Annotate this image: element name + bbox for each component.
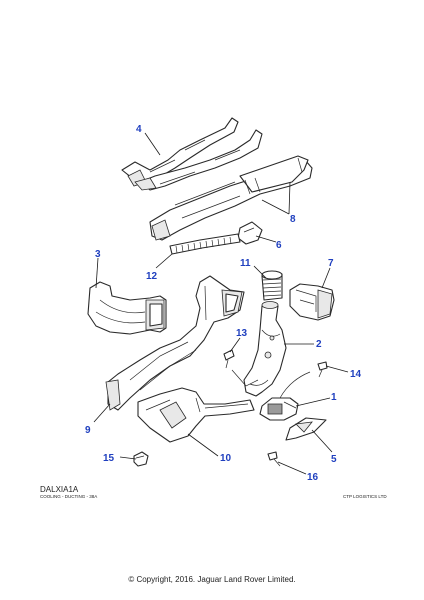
part-12-corrugated-hose bbox=[169, 233, 241, 255]
leader-14 bbox=[325, 365, 349, 373]
part-9-long-duct bbox=[105, 275, 245, 411]
part-11-bellows bbox=[261, 270, 283, 301]
callout-11: 11 bbox=[240, 258, 251, 269]
leader-1 bbox=[295, 397, 331, 407]
leader-8a bbox=[261, 199, 290, 215]
leader-7 bbox=[321, 267, 331, 289]
callout-15: 15 bbox=[103, 453, 115, 464]
leader-15 bbox=[119, 456, 137, 460]
part-16-screw bbox=[267, 451, 281, 467]
part-3-floor-duct bbox=[87, 281, 167, 335]
callout-10: 10 bbox=[220, 453, 232, 464]
callout-8: 8 bbox=[290, 214, 296, 225]
vendor-credit: CTP LOGISTICS LTD bbox=[343, 494, 387, 499]
part-4-upper-duct bbox=[121, 117, 263, 191]
leader-6 bbox=[255, 235, 277, 243]
leader-13 bbox=[229, 337, 241, 353]
leader-lines bbox=[93, 132, 349, 475]
leader-16 bbox=[277, 461, 307, 475]
part-2-riser-duct bbox=[231, 301, 287, 397]
leader-11 bbox=[253, 265, 267, 279]
part-6-hose-connector bbox=[237, 221, 263, 245]
part-10-lower-duct bbox=[137, 387, 255, 443]
callout-4: 4 bbox=[136, 124, 142, 135]
callout-7: 7 bbox=[328, 258, 334, 269]
callout-9: 9 bbox=[85, 425, 91, 436]
callout-2: 2 bbox=[316, 339, 322, 350]
callout-5: 5 bbox=[331, 454, 337, 465]
part-5-bracket bbox=[285, 417, 327, 441]
leader-10 bbox=[187, 433, 219, 457]
diagram-code: DALXIA1A bbox=[40, 485, 79, 494]
leader-9 bbox=[93, 403, 111, 423]
leader-8b bbox=[288, 181, 291, 215]
leader-5 bbox=[311, 429, 333, 453]
callout-14: 14 bbox=[350, 369, 362, 380]
part-15-clip bbox=[133, 451, 149, 467]
callout-3: 3 bbox=[95, 249, 101, 260]
callout-12: 12 bbox=[146, 271, 158, 282]
part-8-central-duct bbox=[149, 155, 313, 241]
part-13-screw bbox=[223, 349, 235, 369]
leader-3 bbox=[95, 257, 99, 289]
leader-4 bbox=[144, 132, 161, 156]
diagram-subtitle: COOLING - DUCTING - 38A bbox=[40, 494, 98, 499]
callout-6: 6 bbox=[276, 240, 282, 251]
callout-1: 1 bbox=[331, 392, 337, 403]
part-7-vent-outlet bbox=[289, 283, 335, 321]
copyright-notice: © Copyright, 2016. Jaguar Land Rover Lim… bbox=[128, 575, 296, 584]
leader-12 bbox=[155, 253, 173, 269]
part-1-housing bbox=[259, 371, 311, 421]
callout-16: 16 bbox=[307, 472, 319, 483]
callout-13: 13 bbox=[236, 328, 248, 339]
callouts: 1 2 3 4 5 6 7 8 9 10 11 12 13 14 15 16 bbox=[85, 124, 362, 483]
part-14-screw bbox=[317, 361, 328, 378]
